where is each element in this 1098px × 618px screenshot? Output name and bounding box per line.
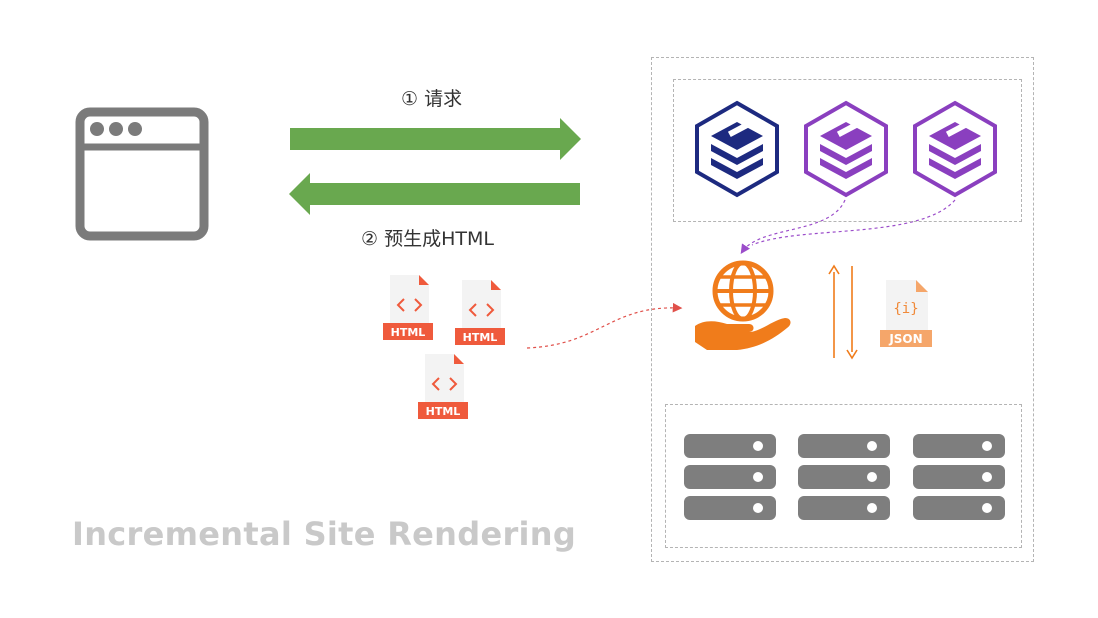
json-file-icon: {i} JSON bbox=[880, 280, 932, 347]
html-file-label: HTML bbox=[391, 326, 426, 339]
cube-to-cdn-connector bbox=[751, 199, 956, 246]
html-file-icon: HTML bbox=[383, 275, 433, 340]
json-file-label: JSON bbox=[888, 332, 922, 346]
html-file-label: HTML bbox=[463, 331, 498, 344]
server-group bbox=[665, 404, 1022, 548]
server-rack-icon bbox=[913, 434, 1005, 520]
response-arrow bbox=[289, 173, 580, 215]
server-rack-icon bbox=[684, 434, 776, 520]
cube-stack-icon bbox=[913, 100, 997, 198]
json-glyph: {i} bbox=[893, 301, 918, 317]
globe-hand-icon bbox=[695, 260, 791, 350]
cube-stack-icon bbox=[695, 100, 779, 198]
html-file-label: HTML bbox=[426, 405, 461, 418]
response-label: ② 预生成HTML bbox=[361, 228, 494, 250]
request-label: ① 请求 bbox=[401, 88, 463, 110]
cube-stack-icon bbox=[804, 100, 888, 198]
browser-window-icon bbox=[75, 107, 209, 241]
build-group bbox=[673, 79, 1022, 222]
cube-to-cdn-connector bbox=[740, 199, 846, 254]
server-boundary bbox=[651, 57, 1034, 562]
diagram-title: Incremental Site Rendering bbox=[72, 515, 577, 553]
sync-arrows bbox=[828, 264, 858, 360]
html-file-icon: HTML bbox=[418, 354, 468, 419]
request-arrow bbox=[290, 118, 581, 160]
server-rack-icon bbox=[798, 434, 890, 520]
html-file-icon: HTML bbox=[455, 280, 505, 345]
